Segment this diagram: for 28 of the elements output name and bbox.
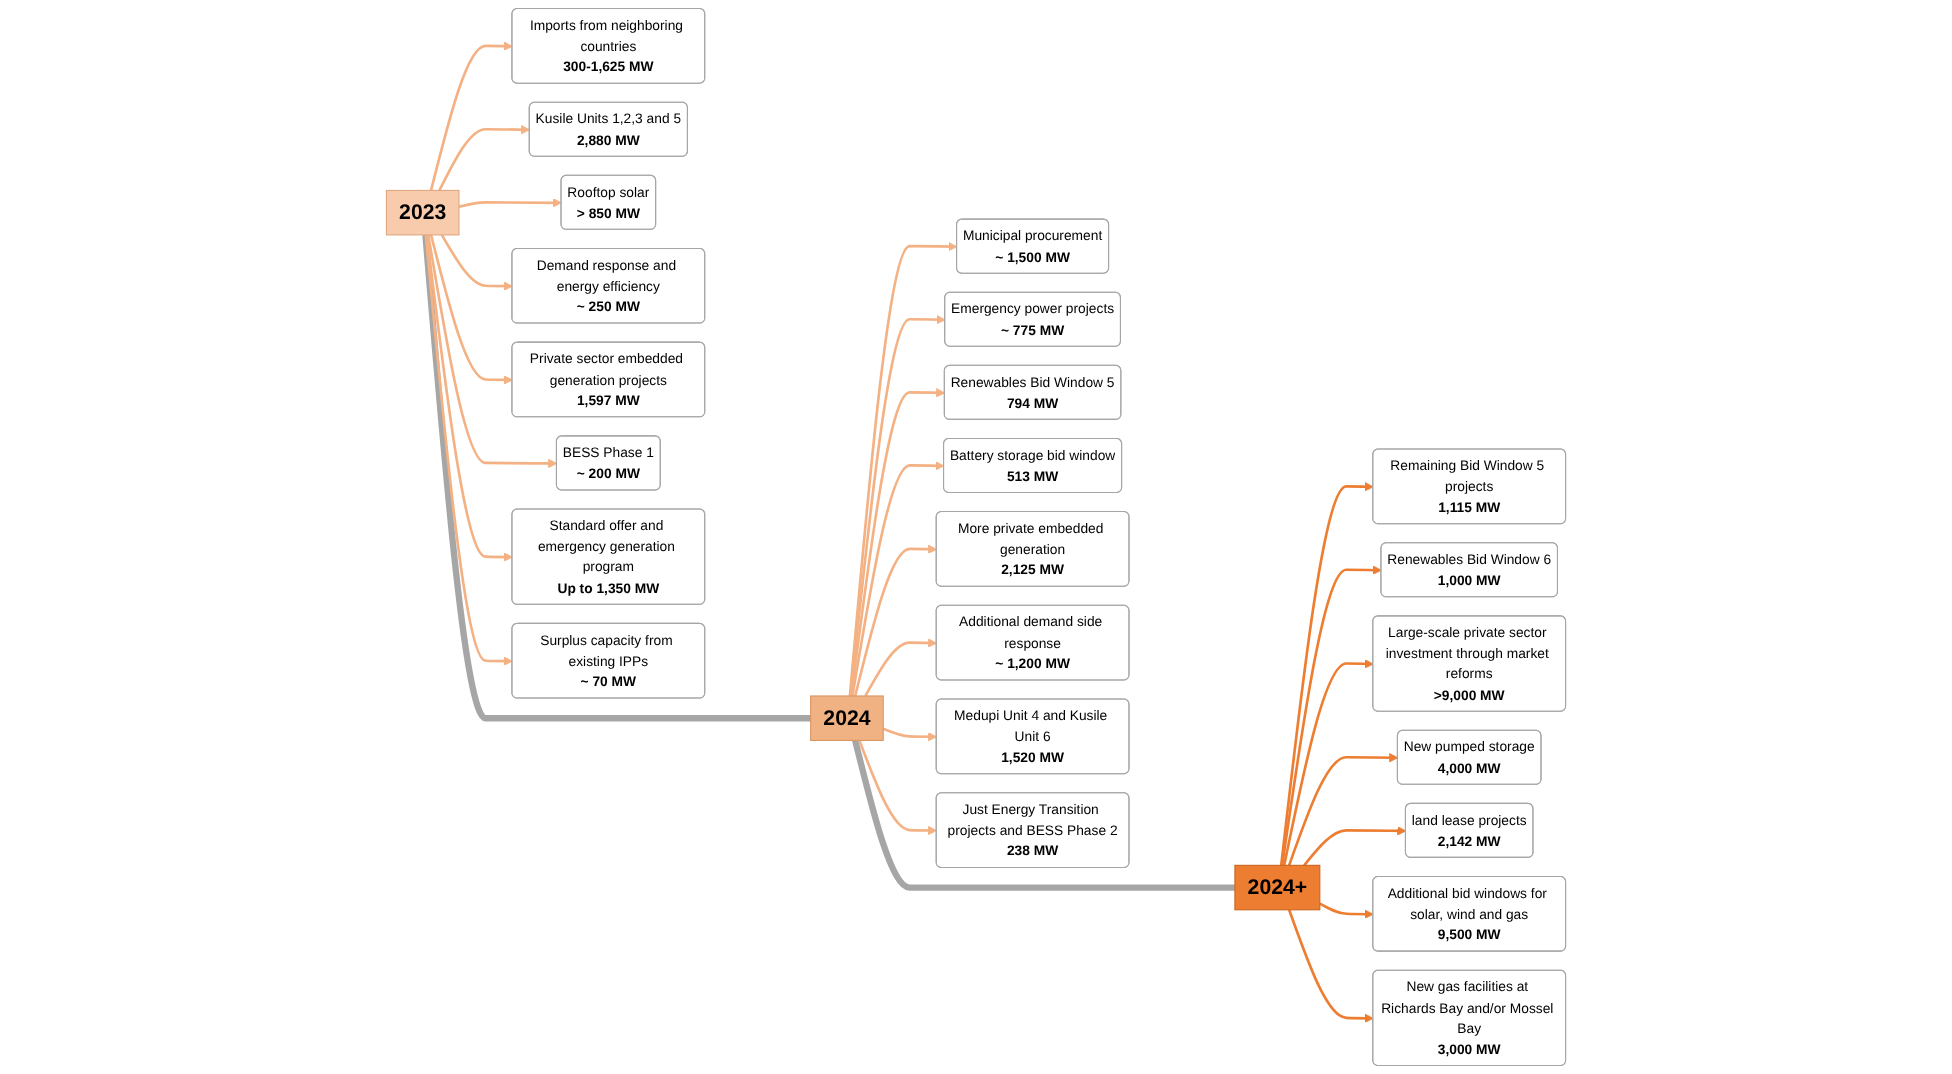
arrow [1280, 565, 1382, 866]
arrow [882, 727, 938, 742]
node-box: 2023 [385, 189, 460, 236]
arrow [1287, 753, 1399, 866]
node-box: 2024 [810, 695, 884, 741]
connector [852, 739, 1235, 891]
arrow [440, 234, 513, 291]
arrow [1282, 659, 1374, 866]
arrow [424, 234, 513, 666]
node-box: 2024+ [1234, 864, 1321, 911]
arrow [425, 234, 513, 562]
arrow [1319, 902, 1374, 919]
arrow [848, 241, 958, 697]
arrow [851, 461, 945, 697]
arrow [849, 314, 946, 697]
arrow [458, 198, 562, 208]
arrow [426, 234, 558, 469]
arrow [438, 125, 531, 191]
arrow [849, 388, 946, 697]
arrow [1287, 909, 1374, 1023]
arrow [858, 740, 938, 836]
arrow [864, 638, 938, 697]
arrow [1279, 482, 1374, 866]
connector [422, 234, 811, 722]
arrow [429, 234, 513, 385]
arrow [429, 41, 513, 191]
arrow [853, 544, 938, 697]
arrow [1303, 826, 1407, 867]
